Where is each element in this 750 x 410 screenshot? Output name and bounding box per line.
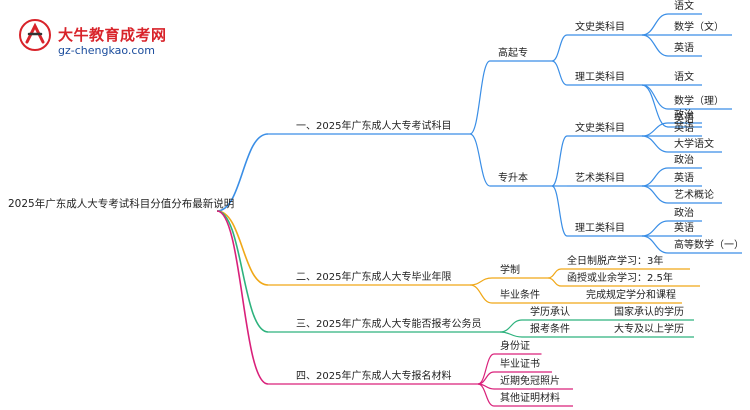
edge-b3-l2-1 [499,331,523,338]
edge-b2-leaf-0-1 [547,277,562,287]
edge-b4-l2-3 [477,383,495,407]
edge-b1-leaf-0-1-2 [641,84,669,128]
edge-b1-leaf-1-2-2 [641,235,669,254]
edge-b1-leaf-1-0-2 [641,135,669,153]
b1-leaf-1-1-2: 艺术概论 [674,190,714,201]
edge-b1-leaf-0-0-2 [641,34,669,57]
b1-level3-1-0: 文史类科目 [575,123,625,134]
b1-leaf-1-2-0: 政治 [674,208,694,219]
b1-level3-1-1: 艺术类科目 [575,173,625,184]
b1-leaf-1-0-1: 英语 [674,123,694,134]
b4-item-1: 毕业证书 [500,359,540,370]
b1-leaf-0-1-2: 英语 [674,114,694,125]
branch-3-label: 三、2025年广东成人大专能否报考公务员 [296,319,482,330]
b1-leaf-0-0-1: 数学（文） [674,22,724,33]
edge-b2-leaf-0-0 [547,268,562,279]
edge-b4-l2-0 [477,353,495,385]
edge-b1-leaf-0-0-0 [641,13,669,36]
b1-level2-1: 专升本 [498,173,528,184]
edge-b1-leaf-1-1-2 [641,185,669,204]
b3-leaf-0: 国家承认的学历 [614,307,684,318]
branch-4-label: 四、2025年广东成人大专报名材料 [296,371,452,382]
b1-level2-0: 高起专 [498,48,528,59]
edge-b1-l2-1 [469,133,491,187]
b2-level2-0: 学制 [500,265,520,276]
edge-b1-l3-0-1 [551,60,568,86]
b4-item-2: 近期免冠照片 [500,376,560,387]
b2-level2-1: 毕业条件 [500,290,540,301]
edge-root-branch-3 [216,210,269,333]
b2-leaf-0-1: 函授或业余学习：2.5年 [567,273,673,284]
edge-root-branch-4 [216,210,269,385]
b2-leaf-0-0: 全日制脱产学习：3年 [567,256,664,267]
b1-leaf-0-1-1: 数学（理） [674,96,724,107]
b1-leaf-1-0-0: 政治 [674,110,694,121]
edge-root-branch-2 [216,210,269,286]
b4-item-3: 其他证明材料 [500,393,560,404]
b1-level3-0-1: 理工类科目 [575,72,625,83]
b3-leaf-1: 大专及以上学历 [614,324,684,335]
branch-1-label: 一、2025年广东成人大专考试科目 [296,121,452,132]
b1-leaf-1-2-2: 高等数学（一） [674,240,744,251]
logo-mark-icon [19,19,51,51]
edge-b2-l2-0 [469,277,493,286]
branch-2-label: 二、2025年广东成人大专毕业年限 [296,272,452,283]
root-topic: 2025年广东成人大专考试科目分值分布最新说明 [8,198,235,210]
edge-b1-l2-0 [469,60,491,135]
edge-b1-leaf-1-1-0 [641,167,669,187]
b1-level3-1-2: 理工类科目 [575,223,625,234]
edge-root-branch-1 [216,133,269,212]
b3-level2-1: 报考条件 [530,324,570,335]
b1-leaf-0-1-0: 语文 [674,72,694,83]
b1-level3-0-0: 文史类科目 [575,22,625,33]
edge-b1-l3-0-0 [551,34,568,62]
b1-leaf-1-1-0: 政治 [674,155,694,166]
b3-level2-0: 学历承认 [530,307,570,318]
b1-leaf-0-0-2: 英语 [674,43,694,54]
logo-title: 大牛教育成考网 [58,26,167,44]
b4-item-0: 身份证 [500,341,530,352]
edge-b3-l2-0 [499,319,523,333]
edge-b1-leaf-1-2-0 [641,220,669,237]
b1-leaf-1-0-2: 大学语文 [674,139,714,150]
b2-leaf-1-0: 完成规定学分和课程 [586,290,676,301]
b1-leaf-0-0-0: 语文 [674,1,694,12]
site-logo[interactable]: 大牛教育成考网 gz-chengkao.com [6,6,176,57]
edge-b1-l3-1-0 [551,135,568,187]
edge-b1-l3-1-2 [551,185,568,237]
edge-b2-l2-1 [469,284,493,304]
b1-leaf-1-1-1: 英语 [674,173,694,184]
b1-leaf-1-2-1: 英语 [674,223,694,234]
logo-url[interactable]: gz-chengkao.com [58,44,155,57]
